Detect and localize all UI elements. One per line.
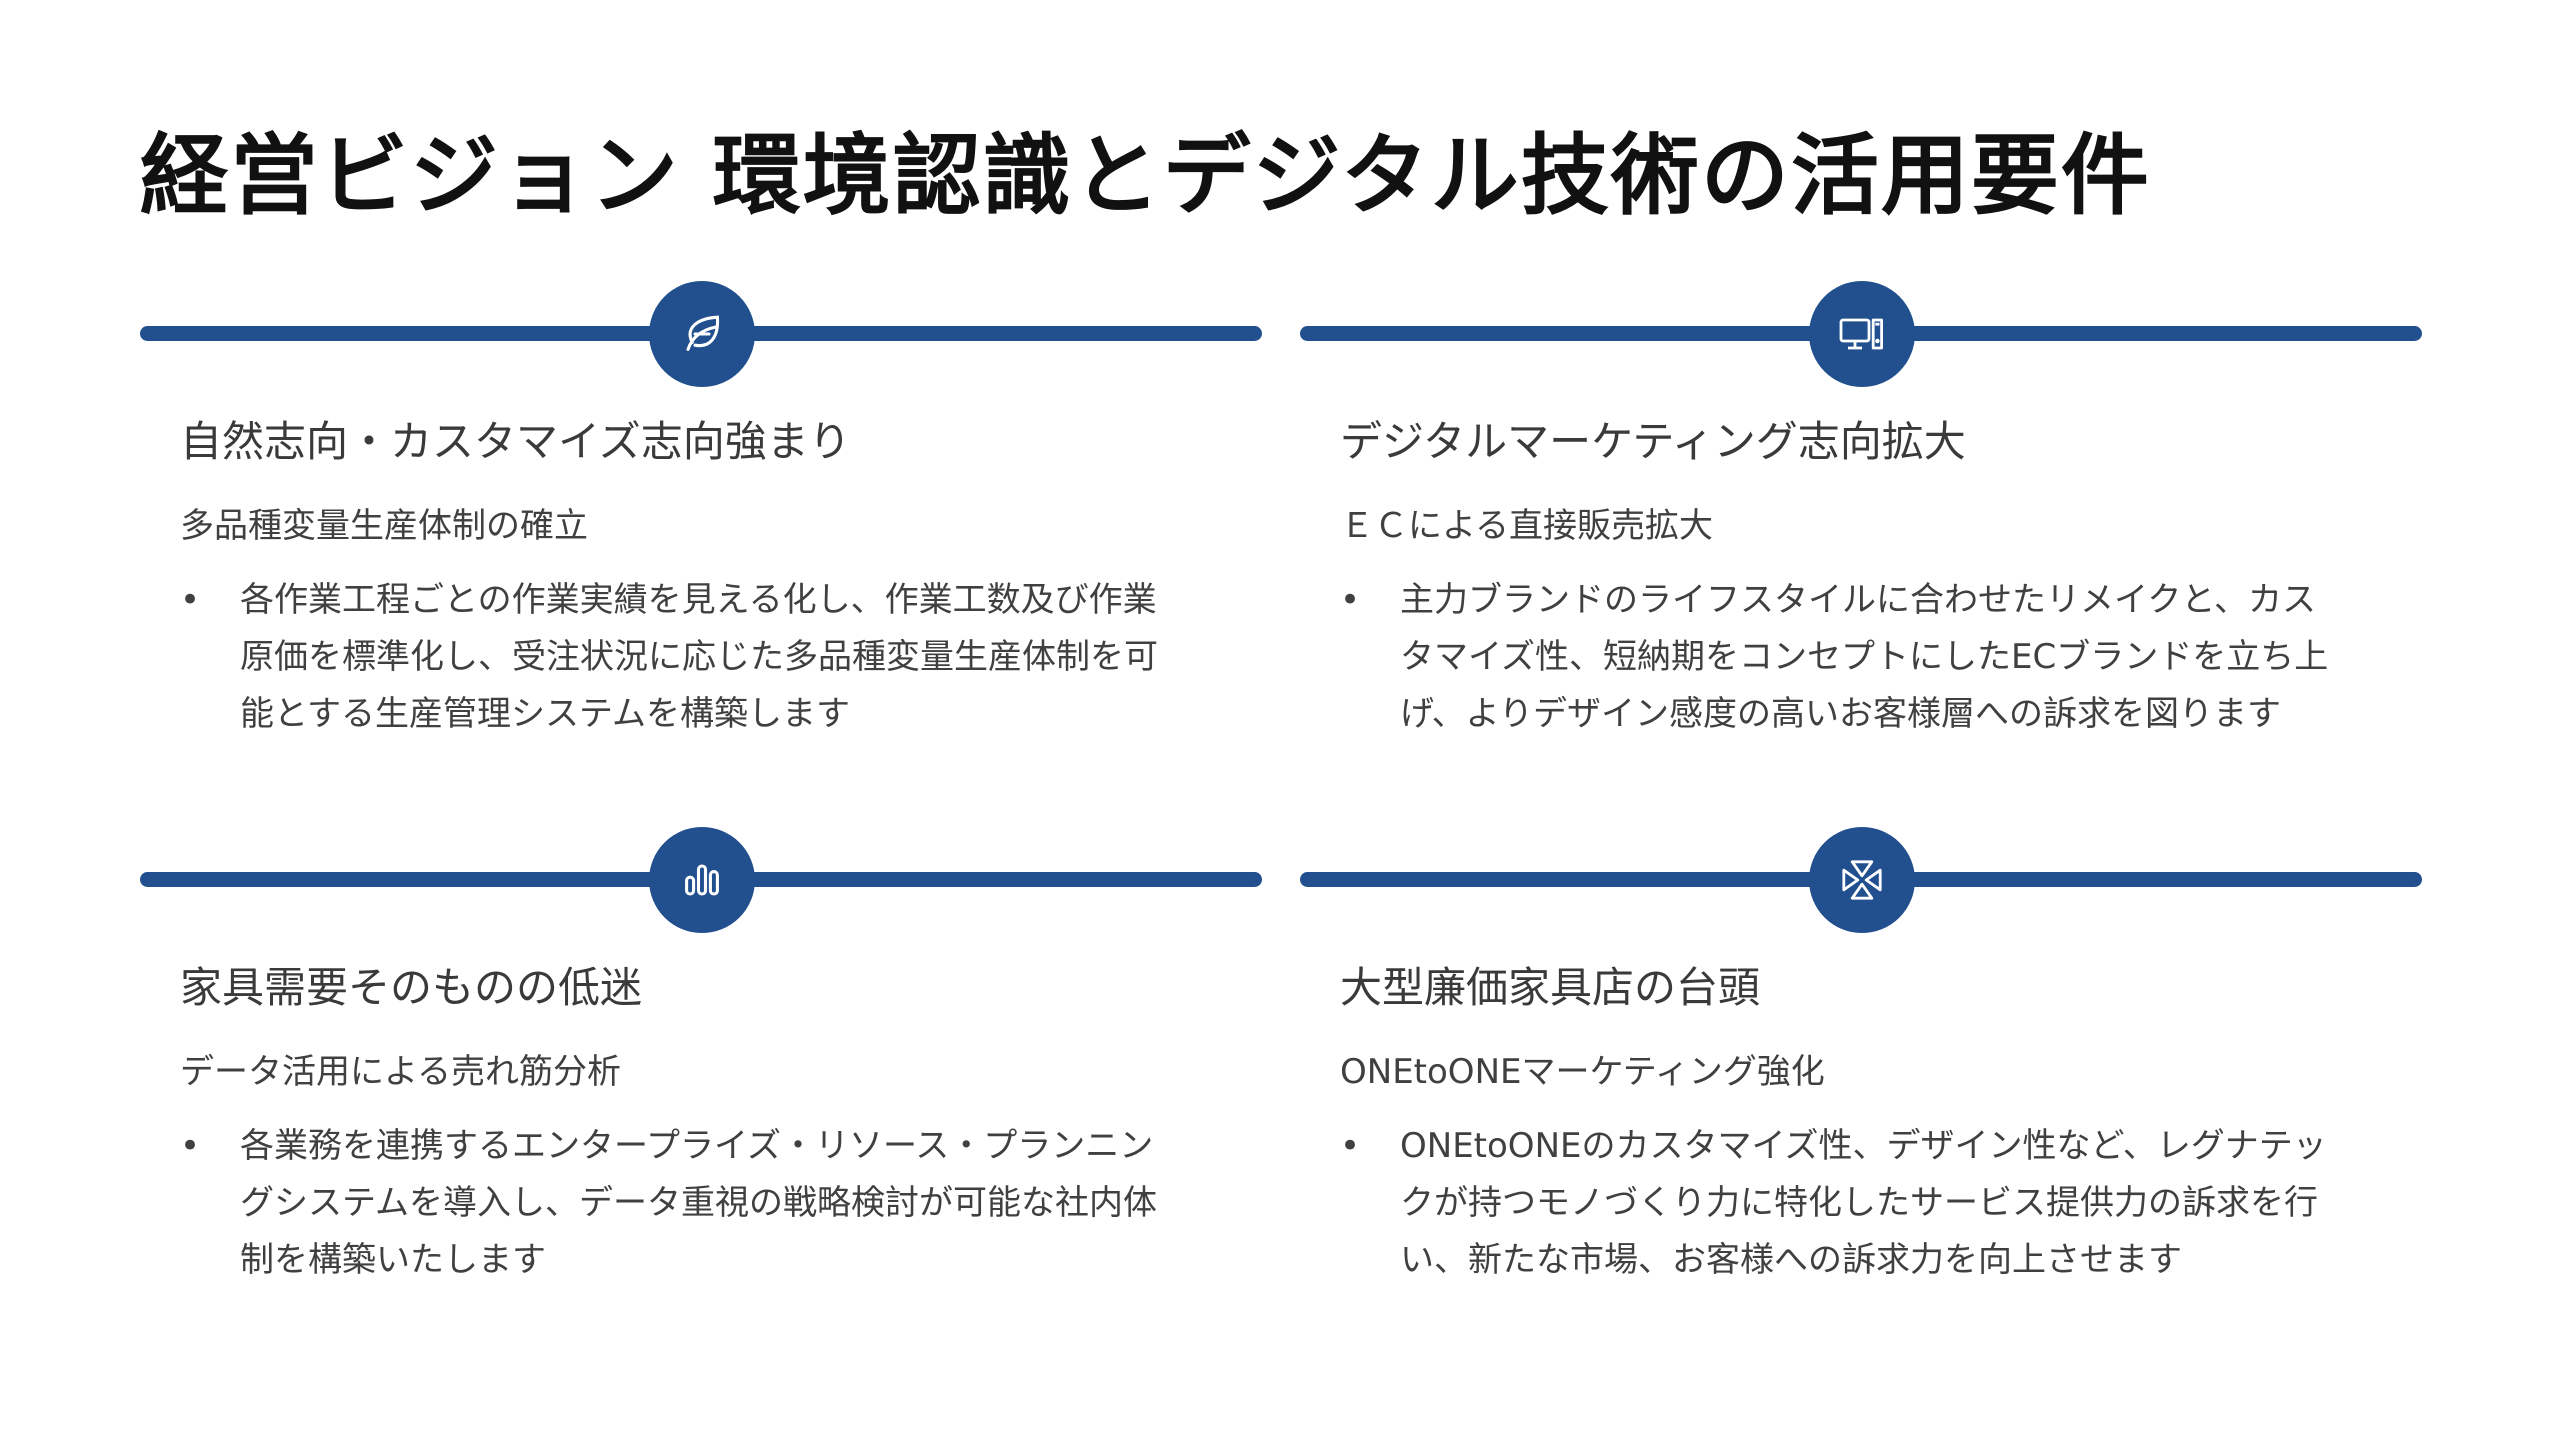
- bullet-marker: •: [1340, 580, 1361, 620]
- bullet-line: クが持つモノづくり力に特化したサービス提供力の訴求を行: [1400, 1183, 2318, 1223]
- card-nature-orientation: 自然志向・カスタマイズ志向強まり 多品種変量生産体制の確立 • 各作業工程ごとの…: [140, 281, 1262, 806]
- bullet-line: グシステムを導入し、データ重視の戦略検討が可能な社内体: [240, 1183, 1157, 1223]
- card-digital-marketing: デジタルマーケティング志向拡大 ＥＣによる直接販売拡大 • 主力ブランドのライフ…: [1300, 281, 2422, 806]
- bullet-line: 能とする生産管理システムを構築します: [240, 694, 850, 734]
- desktop-computer-icon: [1809, 281, 1915, 387]
- card-discount-stores: 大型廉価家具店の台頭 ONEtoONEマーケティング強化 • ONEtoONEの…: [1300, 827, 2422, 1352]
- bullet-line: 制を構築いたします: [240, 1240, 546, 1280]
- card-heading: デジタルマーケティング志向拡大: [1340, 417, 1966, 466]
- bullet-line: 原価を標準化し、受注状況に応じた多品種変量生産体制を可: [240, 637, 1158, 677]
- card-subheading: ONEtoONEマーケティング強化: [1340, 1052, 1825, 1092]
- card-heading: 自然志向・カスタマイズ志向強まり: [180, 417, 851, 466]
- card-heading: 家具需要そのものの低迷: [180, 963, 643, 1012]
- bullet-line: 各業務を連携するエンタープライズ・リソース・プランニン: [240, 1126, 1154, 1166]
- page-title: 経営ビジョン 環境認識とデジタル技術の活用要件: [140, 124, 2151, 227]
- card-heading: 大型廉価家具店の台頭: [1340, 963, 1761, 1012]
- card-subheading: 多品種変量生産体制の確立: [180, 506, 588, 546]
- bullet-line: 主力ブランドのライフスタイルに合わせたリメイクと、カス: [1400, 580, 2316, 620]
- bullet-line: げ、よりデザイン感度の高いお客様層への訴求を図ります: [1400, 694, 2281, 734]
- bullet-marker: •: [180, 1126, 201, 1166]
- bullet-line: 各作業工程ごとの作業実績を見える化し、作業工数及び作業: [240, 580, 1157, 620]
- card-subheading: データ活用による売れ筋分析: [180, 1052, 621, 1092]
- converge-arrows-icon: [1809, 827, 1915, 933]
- bullet-marker: •: [180, 580, 201, 620]
- card-demand-slump: 家具需要そのものの低迷 データ活用による売れ筋分析 • 各業務を連携するエンター…: [140, 827, 1262, 1352]
- bar-chart-icon: [649, 827, 755, 933]
- card-subheading: ＥＣによる直接販売拡大: [1340, 506, 1713, 546]
- bullet-line: ONEtoONEのカスタマイズ性、デザイン性など、レグナテッ: [1400, 1126, 2327, 1166]
- bullet-line: い、新たな市場、お客様への訴求力を向上させます: [1400, 1240, 2182, 1280]
- bullet-marker: •: [1340, 1126, 1361, 1166]
- bullet-line: タマイズ性、短納期をコンセプトにしたECブランドを立ち上: [1400, 637, 2329, 677]
- leaf-icon: [649, 281, 755, 387]
